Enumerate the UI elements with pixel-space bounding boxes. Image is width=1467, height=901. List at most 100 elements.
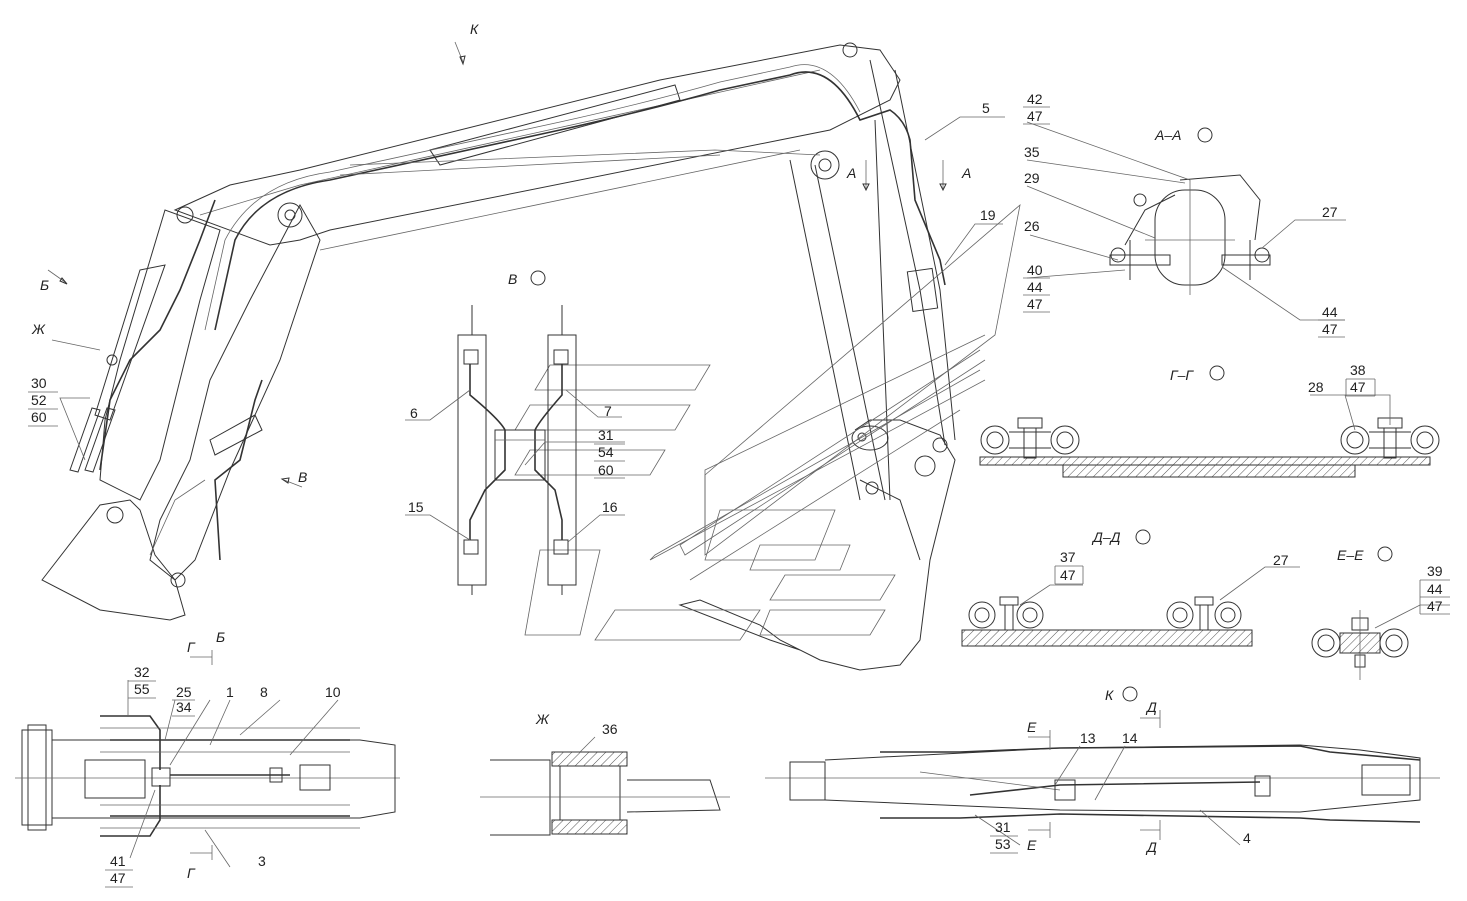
bucket-outline-guides xyxy=(514,203,1021,641)
stack-item: 47 xyxy=(110,870,126,886)
section-letter-d-top: Д xyxy=(1145,699,1157,715)
callout-28: 28 xyxy=(1308,379,1324,395)
stack-item: 32 xyxy=(134,664,150,680)
stack-41-47: 41 47 xyxy=(105,853,133,888)
view-zh-fitting xyxy=(480,751,730,836)
callout-29: 29 xyxy=(1024,170,1040,186)
callout-15: 15 xyxy=(408,499,424,515)
callout-16: 16 xyxy=(602,499,618,515)
rotation-symbol-icon xyxy=(530,270,546,286)
stack-item: 55 xyxy=(134,681,150,697)
section-title-gg: Г–Г xyxy=(1170,367,1194,383)
stack-item: 54 xyxy=(598,444,614,460)
stack-item: 60 xyxy=(598,462,614,478)
callout-7: 7 xyxy=(604,403,612,419)
section-letter-g-top: Г xyxy=(187,639,196,655)
callout-texts: 5 19 6 7 15 16 35 29 26 27 28 27 1 8 10 … xyxy=(176,100,1338,869)
stack-item: 44 xyxy=(1322,304,1338,320)
view-title-v: В xyxy=(508,271,517,287)
section-gg xyxy=(979,417,1440,478)
stack-30-52-60: 30 52 60 xyxy=(28,375,58,427)
rotation-symbol-icon xyxy=(1122,686,1138,702)
callout-25: 25 xyxy=(176,684,192,700)
stack-40-44-47: 40 44 47 xyxy=(1023,262,1050,313)
view-arrows xyxy=(47,41,1161,860)
callout-35: 35 xyxy=(1024,144,1040,160)
section-aa xyxy=(1109,174,1271,295)
view-letter-b: Б xyxy=(40,277,49,293)
section-title-ee: Е–Е xyxy=(1337,547,1364,563)
callout-4: 4 xyxy=(1243,830,1251,846)
section-letter-g-bottom: Г xyxy=(187,865,196,881)
stack-item: 31 xyxy=(995,819,1011,835)
callout-19: 19 xyxy=(980,207,996,223)
section-dd xyxy=(961,596,1253,647)
section-letter-a-left: А xyxy=(846,165,856,181)
stack-item: 47 xyxy=(1060,567,1076,583)
section-letter-a-right: А xyxy=(961,165,971,181)
view-k-plan xyxy=(765,744,1440,823)
stack-item: 60 xyxy=(31,409,47,425)
view-title-b: Б xyxy=(216,629,225,645)
callout-13: 13 xyxy=(1080,730,1096,746)
callout-36: 36 xyxy=(602,721,618,737)
stack-37-47: 37 47 xyxy=(1054,549,1084,585)
view-b-plan xyxy=(15,715,400,837)
rotation-symbol-icon xyxy=(1135,529,1151,545)
stack-item: 37 xyxy=(1060,549,1076,565)
gg-left-pair xyxy=(980,417,1080,459)
stack-44-47: 44 47 xyxy=(1318,304,1345,338)
stack-item: 30 xyxy=(31,375,47,391)
callout-26: 26 xyxy=(1024,218,1040,234)
stack-31-53: 31 53 xyxy=(990,819,1018,854)
stack-item: 47 xyxy=(1322,321,1338,337)
rotation-symbol-icon xyxy=(1377,546,1393,562)
callout-8: 8 xyxy=(260,684,268,700)
stack-38-47: 38 47 xyxy=(1345,362,1376,397)
stacked-callouts: 42 47 40 44 47 44 47 38 47 37 47 xyxy=(28,91,1450,888)
section-ee xyxy=(1311,610,1409,680)
stack-item: 41 xyxy=(110,853,126,869)
stack-39-44-47: 39 44 47 xyxy=(1419,563,1450,615)
callout-27-dd: 27 xyxy=(1273,552,1289,568)
callout-10: 10 xyxy=(325,684,341,700)
stack-item: 47 xyxy=(1350,379,1366,395)
stack-item: 53 xyxy=(995,836,1011,852)
boom-assembly xyxy=(41,42,956,671)
stack-item: 44 xyxy=(1027,279,1043,295)
callout-6: 6 xyxy=(410,405,418,421)
stack-item: 44 xyxy=(1427,581,1443,597)
callout-3: 3 xyxy=(258,853,266,869)
stack-item: 38 xyxy=(1350,362,1366,378)
leader-lines xyxy=(51,116,1450,868)
view-v-hose-detail xyxy=(457,305,577,595)
view-title-k: К xyxy=(1105,687,1114,703)
section-letter-d-bottom: Д xyxy=(1145,839,1157,855)
callout-27-aa: 27 xyxy=(1322,204,1338,220)
view-letter-v: В xyxy=(298,469,307,485)
stack-item: 34 xyxy=(176,699,192,715)
rotation-symbol-icon xyxy=(1209,365,1225,381)
stack-item: 40 xyxy=(1027,262,1043,278)
view-label-texts: К Б В Ж А А Г Г Е Е Д Д xyxy=(31,21,1157,881)
stack-42-47: 42 47 xyxy=(1023,91,1050,125)
stack-item: 31 xyxy=(598,427,614,443)
callout-14: 14 xyxy=(1122,730,1138,746)
stack-32-55: 32 55 xyxy=(128,664,156,699)
rotation-symbol-icon xyxy=(1197,127,1213,143)
view-title-zh: Ж xyxy=(535,711,550,727)
stack-34: 34 xyxy=(172,699,195,717)
view-letter-k: К xyxy=(470,21,479,37)
section-letter-e-top: Е xyxy=(1027,719,1037,735)
callout-5: 5 xyxy=(982,100,990,116)
section-letter-e-bottom: Е xyxy=(1027,837,1037,853)
section-title-texts: А–А Г–Г Д–Д Е–Е В К Б Ж xyxy=(216,127,1393,727)
callout-1: 1 xyxy=(226,684,234,700)
section-title-aa: А–А xyxy=(1154,127,1181,143)
stack-item: 39 xyxy=(1427,563,1443,579)
stack-item: 47 xyxy=(1027,296,1043,312)
stack-item: 47 xyxy=(1427,598,1443,614)
section-title-dd: Д–Д xyxy=(1091,529,1121,545)
